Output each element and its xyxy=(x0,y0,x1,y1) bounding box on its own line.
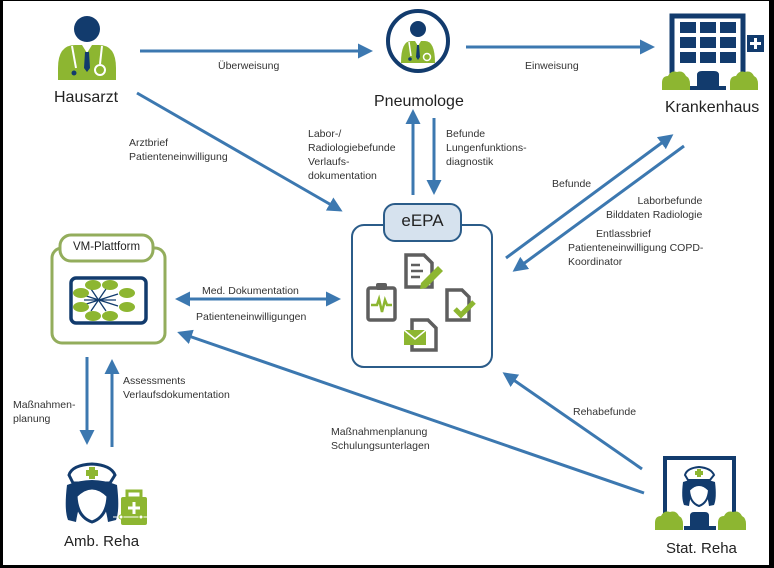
edge-statreha-eepa xyxy=(502,372,643,471)
edge-label-patienteneinwilligungen: Patienteneinwilligungen xyxy=(196,311,307,323)
edge-label-rehabefunde: Rehabefunde xyxy=(573,406,637,418)
edge-label-massnahmenplanung-stat: Maßnahmenplanung Schulungsunterlagen xyxy=(331,426,430,452)
edge-label-befunde-lungenfunktion: Befunde Lungenfunktions- diagnostik xyxy=(446,128,527,168)
edge-label-med-dokumentation: Med. Dokumentation xyxy=(202,285,299,297)
clipboard-pulse-icon xyxy=(366,283,397,322)
node-label-pneumologe: Pneumologe xyxy=(374,93,464,110)
edge-label-assessments: Assessments Verlaufsdokumentation xyxy=(123,375,230,401)
edge-label-ueberweisung: Überweisung xyxy=(218,60,280,72)
edge-krankenhaus-eepa xyxy=(512,144,685,272)
node-label-amb-reha: Amb. Reha xyxy=(64,533,140,550)
diagram-area: Hausarzt Pneumologe Krankenhaus eEPA VM-… xyxy=(3,1,769,565)
hospital-icon xyxy=(662,13,764,90)
edge-hausarzt-eepa xyxy=(136,91,343,212)
edge-eepa-krankenhaus xyxy=(505,134,674,260)
edge-label-einweisung: Einweisung xyxy=(525,60,579,72)
edge-label-labor-radiologie: Labor-/ Radiologiebefunde Verlaufs- doku… xyxy=(308,128,396,182)
node-label-krankenhaus: Krankenhaus xyxy=(665,99,760,116)
diagram-svg xyxy=(50,9,764,530)
doctor-icon xyxy=(58,16,116,80)
node-label-vm-plattform: VM-Plattform xyxy=(72,241,141,253)
nurse-medkit-icon xyxy=(65,462,147,525)
nurse-building-icon xyxy=(655,456,746,530)
edge-statreha-vm xyxy=(177,329,645,495)
edge-label-massnahmenplanung-amb: Maßnahmen- planung xyxy=(13,399,76,425)
network-platform-icon xyxy=(69,276,148,325)
edge-label-laborbefunde: Laborbefunde Bilddaten Radiologie xyxy=(606,195,703,221)
node-label-stat-reha: Stat. Reha xyxy=(666,540,737,557)
node-label-hausarzt: Hausarzt xyxy=(54,89,119,106)
document-mail-icon xyxy=(403,318,438,352)
edge-label-arztbrief: Arztbrief Patienteneinwilligung xyxy=(129,137,228,163)
doctor-circle-icon xyxy=(386,9,450,73)
document-check-icon xyxy=(445,288,476,322)
node-label-eepa: eEPA xyxy=(401,211,444,230)
eepa-box xyxy=(351,203,493,368)
document-edit-icon xyxy=(404,253,443,289)
edge-label-entlassbrief: Entlassbrief Patienteneinwilligung COPD-… xyxy=(568,228,704,268)
edge-label-befunde-krankenhaus: Befunde xyxy=(552,178,592,190)
